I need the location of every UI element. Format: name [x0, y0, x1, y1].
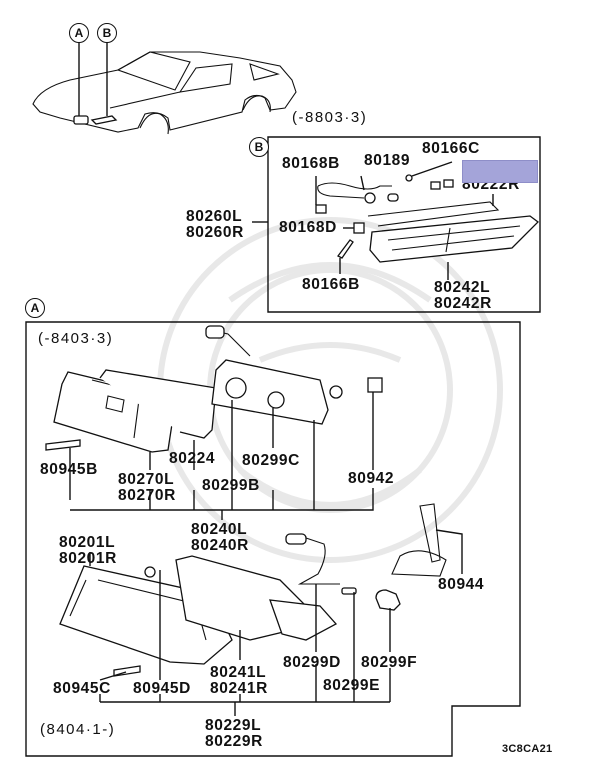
part-label-80240L: 80240L	[191, 521, 248, 538]
part-label-80168B: 80168B	[282, 155, 340, 172]
part-label-80201R: 80201R	[59, 550, 117, 567]
callout-a-section: A	[25, 298, 45, 318]
part-label-80260L: 80260L	[186, 208, 243, 225]
part-label-80242R: 80242R	[434, 295, 492, 312]
part-label-80240R: 80240R	[191, 537, 249, 554]
part-label-80945C: 80945C	[53, 680, 111, 697]
part-label-80299B: 80299B	[202, 477, 260, 494]
part-label-80168D: 80168D	[279, 219, 337, 236]
car-overview-illustration	[32, 40, 297, 135]
part-label-80270L: 80270L	[118, 471, 175, 488]
callout-a-car: A	[69, 23, 89, 43]
part-label-80270R: 80270R	[118, 487, 176, 504]
part-label-80189: 80189	[364, 152, 411, 169]
part-label-80242L: 80242L	[434, 279, 491, 296]
part-label-80201L: 80201L	[59, 534, 116, 551]
section-a-parts	[45, 325, 463, 716]
redacted-label-box	[462, 160, 538, 183]
part-label-80229L: 80229L	[205, 717, 262, 734]
part-label-80229R: 80229R	[205, 733, 263, 750]
section-b-date-range: (-8803·3)	[292, 109, 368, 126]
part-label-80299E: 80299E	[323, 677, 381, 694]
part-label-80241L: 80241L	[210, 664, 267, 681]
part-label-80166B: 80166B	[302, 276, 360, 293]
callout-b-car: B	[97, 23, 117, 43]
drawing-code: 3C8CA21	[502, 743, 553, 755]
section-b-parts	[252, 161, 539, 280]
part-label-80945D: 80945D	[133, 680, 191, 697]
section-a-date-range-bottom: (8404·1-)	[40, 721, 116, 738]
part-label-80224: 80224	[169, 450, 216, 467]
section-a-frame	[25, 321, 521, 757]
part-label-80945B: 80945B	[40, 461, 98, 478]
part-label-80299D: 80299D	[283, 654, 341, 671]
part-label-80299F: 80299F	[361, 654, 418, 671]
part-label-80241R: 80241R	[210, 680, 268, 697]
part-label-80942: 80942	[348, 470, 395, 487]
section-a-date-range-top: (-8403·3)	[38, 330, 114, 347]
part-label-80166C: 80166C	[422, 140, 480, 157]
callout-b-section: B	[249, 137, 269, 157]
part-label-80299C: 80299C	[242, 452, 300, 469]
section-b-frame	[267, 136, 541, 313]
part-label-80944: 80944	[438, 576, 485, 593]
part-label-80260R: 80260R	[186, 224, 244, 241]
